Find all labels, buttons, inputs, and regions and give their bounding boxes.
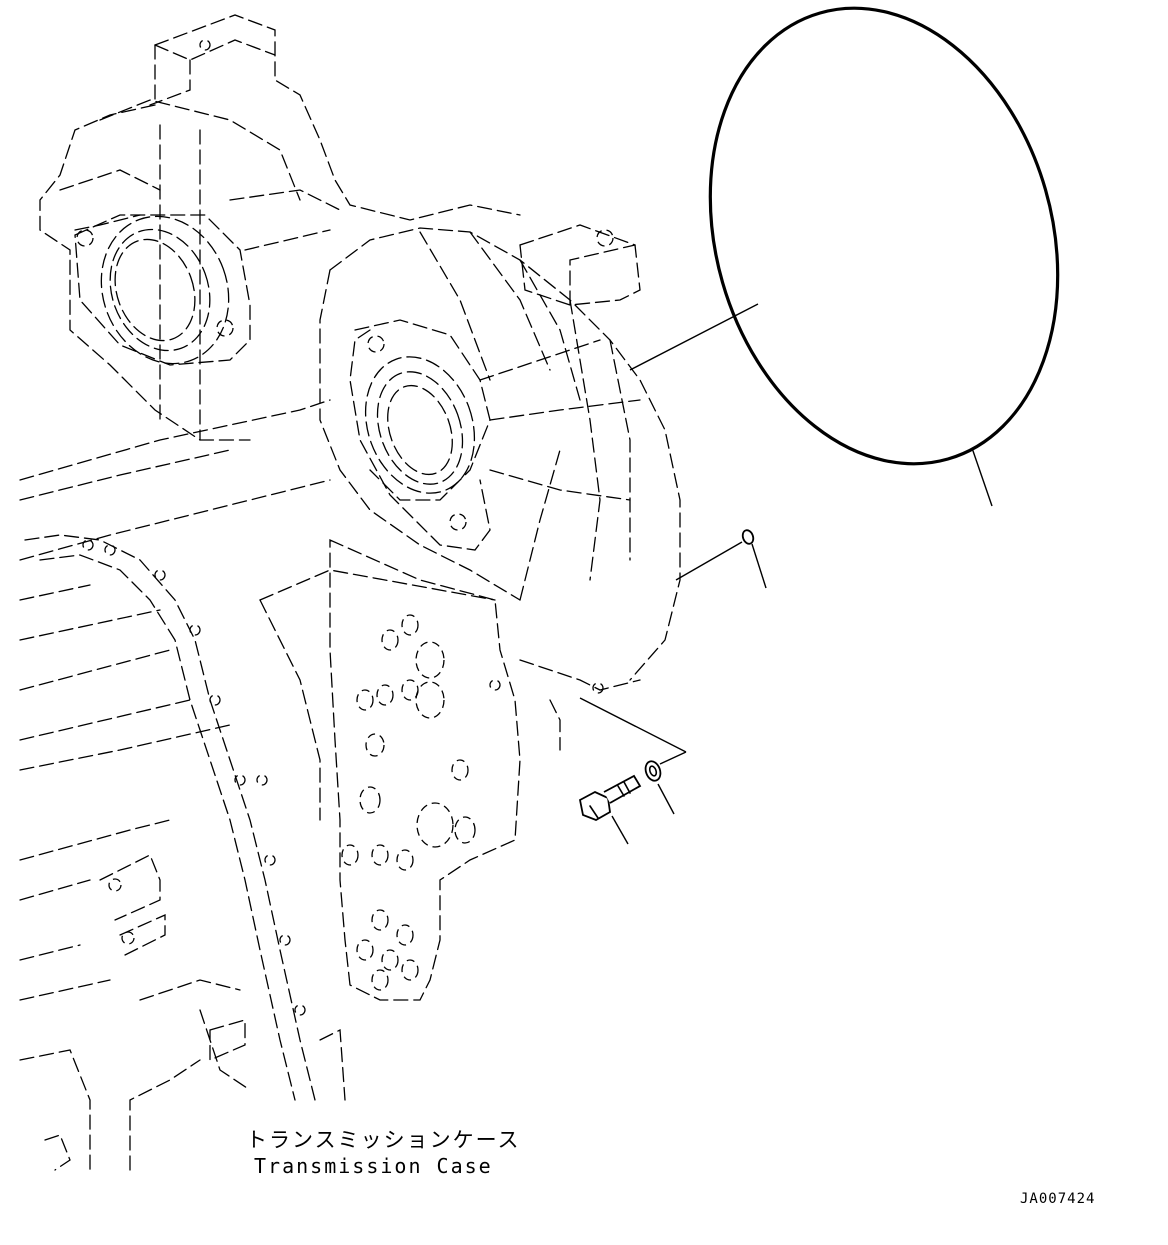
transmission-case-outline	[19, 14, 681, 1171]
case-label-japanese: トランスミッションケース	[246, 1128, 521, 1152]
o-ring-seal-large	[708, 6, 1060, 466]
washer	[644, 760, 662, 782]
leader-lines	[579, 303, 993, 845]
case-label-english: Transmission Case	[254, 1154, 493, 1178]
bolt	[578, 774, 642, 821]
drawing-id: JA007424	[1020, 1191, 1096, 1207]
o-ring-small	[741, 529, 755, 545]
